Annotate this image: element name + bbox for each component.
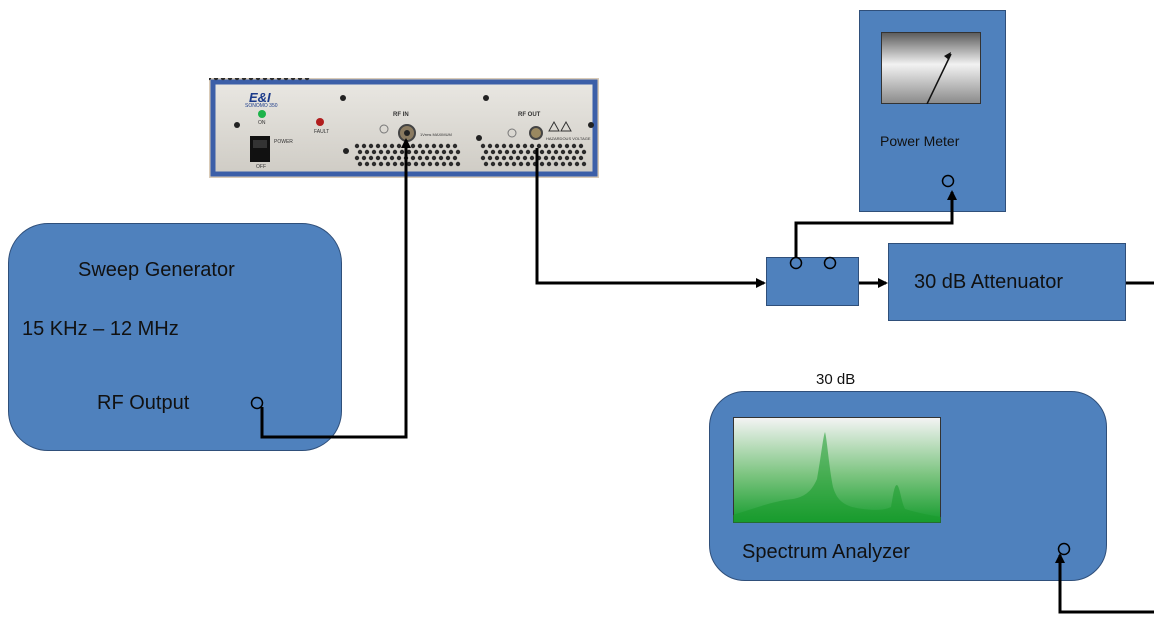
power-meter-label: Power Meter — [880, 133, 960, 149]
spectrum-analyzer-connector — [1057, 542, 1071, 556]
coupler-label-line1: 30 dB — [816, 371, 856, 388]
sweep-generator-range: 15 KHz – 12 MHz — [22, 318, 179, 340]
attenuator-box — [888, 243, 1126, 321]
coupler-box — [766, 257, 859, 306]
coupler-port-2 — [823, 256, 837, 270]
amplifier-rf-in-label: RF IN — [393, 112, 409, 118]
sweep-generator-box — [8, 223, 342, 451]
attenuator-label: 30 dB Attenuator — [914, 271, 1064, 293]
amplifier-fault-label: FAULT — [314, 129, 330, 135]
amplifier-model: SONOMO 350 — [245, 103, 278, 109]
amplifier-photo: E&I SONOMO 350 ON FAULT POWER OFF RF IN … — [206, 75, 599, 178]
sweep-generator-output-label: RF Output — [97, 392, 190, 414]
amplifier-off-label: OFF — [256, 164, 266, 170]
sweep-output-connector — [250, 396, 264, 410]
power-meter-connector — [941, 174, 955, 188]
amplifier-rf-in-sub: 1Vrms MAXIMUM — [420, 132, 452, 137]
wire-rf-out-to-coupler — [535, 148, 766, 288]
wire-to-spectrum-analyzer — [1055, 553, 1154, 614]
spectrum-analyzer-screen — [733, 417, 941, 523]
amplifier-rf-out-label: RF OUT — [518, 112, 541, 118]
wire-coupler-to-power-meter — [794, 190, 957, 258]
wire-sweep-to-rf-in — [260, 138, 411, 439]
amplifier-rf-out-sub: HAZARDOUS VOLTAGE — [546, 136, 591, 141]
sweep-generator-title: Sweep Generator — [78, 259, 235, 281]
power-meter-dial — [881, 32, 981, 105]
amplifier-brand: E&I — [249, 90, 271, 105]
amplifier-power-label: POWER — [274, 139, 293, 145]
amplifier-on-label: ON — [258, 120, 266, 126]
spectrum-analyzer-label: Spectrum Analyzer — [742, 541, 910, 563]
coupler-port-1 — [789, 256, 803, 270]
